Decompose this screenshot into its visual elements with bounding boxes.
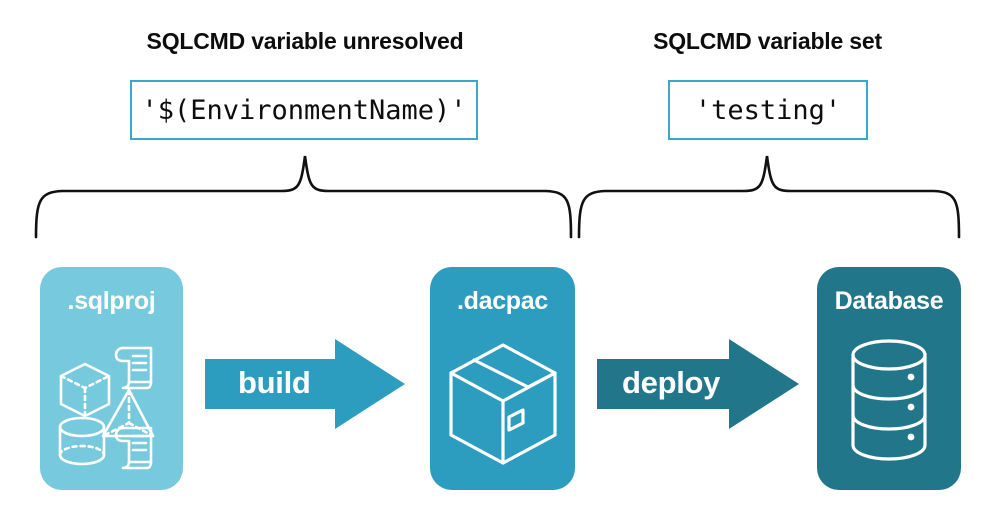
arrow-build-shape (205, 339, 405, 429)
node-label-sqlproj: .sqlproj (67, 287, 156, 315)
cylinder-icon (58, 416, 106, 466)
sqlproj-icon-group (40, 316, 183, 490)
code-box-set: 'testing' (668, 80, 868, 140)
arrow-label-build: build (238, 365, 311, 400)
arrow-deploy (597, 335, 799, 433)
brace-left (34, 155, 573, 239)
scroll-icon (114, 426, 153, 470)
arrow-build (205, 335, 405, 433)
code-box-unresolved: '$(EnvironmentName)' (130, 80, 478, 140)
cube-icon (59, 362, 111, 418)
pyramid-icon (101, 388, 155, 438)
node-card-dacpac[interactable]: .dacpac (430, 267, 575, 490)
scroll-icon (114, 346, 153, 390)
node-label-dacpac: .dacpac (456, 287, 548, 315)
node-card-database[interactable]: Database (817, 267, 961, 490)
node-card-sqlproj[interactable]: .sqlproj (40, 267, 183, 490)
arrow-label-deploy: deploy (622, 365, 721, 400)
database-cylinder-icon (851, 339, 927, 461)
arrow-deploy-shape (597, 339, 799, 429)
brace-right (577, 155, 961, 239)
database-icon-group (817, 316, 961, 490)
node-label-database: Database (834, 287, 944, 315)
section-heading-set: SQLCMD variable set (653, 28, 882, 54)
section-heading-unresolved: SQLCMD variable unresolved (146, 28, 464, 54)
dacpac-icon-group (430, 316, 575, 490)
package-box-icon (448, 342, 557, 465)
